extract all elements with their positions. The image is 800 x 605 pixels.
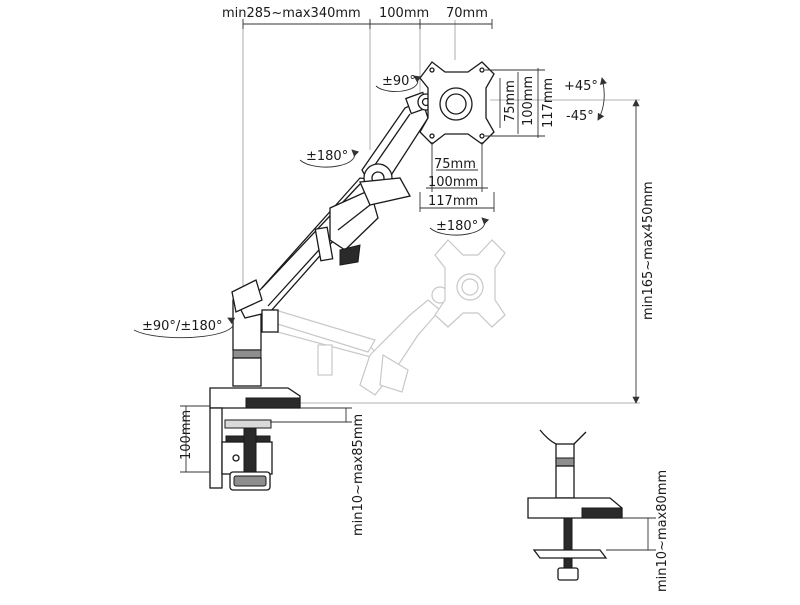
clamp-dims <box>180 405 352 473</box>
rot-upper-arm: ±180° <box>306 149 348 164</box>
dim-arm-70: 70mm <box>446 6 488 21</box>
dim-vesa-v-100: 100mm <box>521 76 536 126</box>
dim-vesa-h-75: 75mm <box>434 157 476 172</box>
vesa-horizontal-dims <box>419 142 495 212</box>
dim-vesa-h-117: 117mm <box>428 194 478 209</box>
vesa-plate <box>419 61 495 145</box>
rot-tilt-up: +45° <box>564 79 598 94</box>
dim-vesa-v-117: 117mm <box>541 78 556 128</box>
top-dimension-line <box>242 19 493 29</box>
rotation-head-swivel-icon <box>375 75 422 92</box>
rot-lower-joint: ±180° <box>436 219 478 234</box>
dim-clamp-desk: min10~max85mm <box>351 414 366 536</box>
rotation-base-icon <box>133 317 236 339</box>
grommet-dims <box>606 517 656 551</box>
grommet-assembly <box>527 429 623 581</box>
vesa-plate-ghost <box>434 239 506 328</box>
gas-spring-arm <box>314 189 379 266</box>
dim-vesa-h-100: 100mm <box>428 175 478 190</box>
dim-height: min165~max450mm <box>641 181 656 320</box>
dim-clamp-100: 100mm <box>179 410 194 460</box>
rotation-tilt-icon <box>597 77 608 121</box>
rot-tilt-down: -45° <box>566 109 594 124</box>
rot-base: ±90°/±180° <box>142 319 223 334</box>
rotation-lower-joint-icon <box>429 217 490 236</box>
dim-reach: min285~max340mm <box>222 6 361 21</box>
extension-lines <box>242 20 640 404</box>
dim-arm-100: 100mm <box>379 6 429 21</box>
rotation-upper-arm-icon <box>299 149 360 168</box>
vesa-vertical-dims <box>485 68 545 138</box>
dim-grommet-desk: min10~max80mm <box>655 470 670 592</box>
rot-head-swivel: ±90° <box>382 74 416 89</box>
clamp-assembly <box>209 387 301 491</box>
dim-vesa-v-75: 75mm <box>503 80 518 122</box>
